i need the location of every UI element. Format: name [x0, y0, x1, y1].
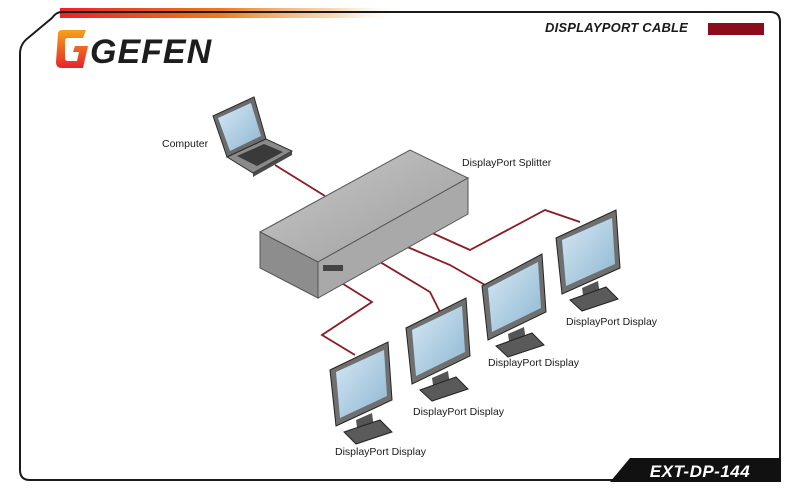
display-icon-2 — [405, 297, 471, 402]
display-label-4: DisplayPort Display — [566, 316, 658, 328]
model-number: EXT-DP-144 — [649, 462, 751, 481]
cable-computer-splitter — [274, 164, 326, 197]
cable-display-3 — [404, 245, 486, 286]
brand-name: GEFEN — [90, 33, 213, 71]
header-accent-bar — [708, 23, 764, 35]
display-icon-4 — [555, 209, 621, 312]
cables — [274, 164, 581, 356]
computer-label: Computer — [162, 138, 209, 150]
display-label-3: DisplayPort Display — [488, 357, 580, 369]
display-icon-3 — [481, 253, 547, 358]
cable-display-2 — [379, 261, 441, 313]
header-title: DISPLAYPORT CABLE — [545, 20, 689, 35]
gefen-g-logo-icon — [56, 30, 88, 68]
splitter-label: DisplayPort Splitter — [462, 157, 552, 169]
splitter-icon — [258, 149, 470, 299]
cable-display-4 — [429, 209, 581, 252]
laptop-icon — [212, 96, 294, 177]
display-label-1: DisplayPort Display — [335, 446, 427, 458]
display-icon-1 — [329, 341, 393, 445]
display-label-2: DisplayPort Display — [413, 406, 505, 418]
cable-display-1 — [320, 281, 374, 356]
